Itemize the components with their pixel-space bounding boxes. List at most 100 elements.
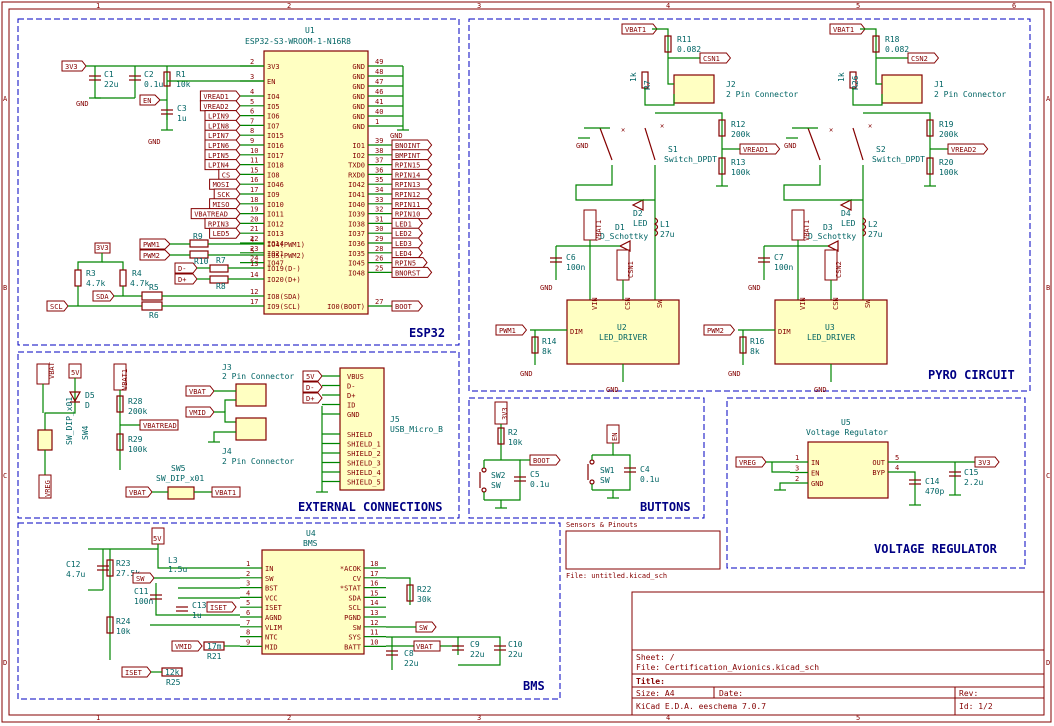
pyro2-div-top[interactable] [926,119,934,137]
net-label-sw-bms-right[interactable] [415,621,437,633]
net-label-dm-usb[interactable] [302,381,323,393]
net-label-rpin13[interactable] [391,178,433,190]
pyro2-led[interactable] [839,199,852,211]
net-label-iset-r25[interactable] [121,666,152,678]
pyro2-schottky[interactable] [826,240,839,252]
net-label-dm-esp[interactable] [174,262,198,274]
pyro2-net-label-vbat1[interactable] [829,23,866,35]
pyro2-div-bot[interactable] [926,157,934,175]
pyro2-csn-drv-label[interactable] [824,249,838,281]
net-label-vbat1-ext[interactable] [113,363,127,391]
net-label-vbatread[interactable] [190,208,241,220]
pyro2-sense-resistor[interactable] [872,35,880,53]
net-label-cs[interactable] [218,168,241,180]
pyro1-vbat1-drv-label[interactable] [583,209,597,241]
pyro1-net-label-csn[interactable] [699,52,732,64]
net-label-rpin5[interactable] [391,257,428,269]
net-label-5v-ext[interactable] [68,363,82,379]
pyro1-sense-resistor[interactable] [664,35,672,53]
pyro1-net-label-vbat1[interactable] [621,23,658,35]
pyro1-div-bot[interactable] [718,157,726,175]
u5-regulator[interactable] [807,441,889,499]
net-label-sck[interactable] [213,188,241,200]
pyro2-led-driver[interactable] [774,299,888,365]
pyro2-switch-pole-1[interactable] [807,127,821,161]
net-label-dp-esp[interactable] [174,273,198,285]
net-label-rpin11[interactable] [391,198,433,210]
net-label-scl[interactable] [46,300,69,312]
net-label-vread1[interactable] [199,90,241,102]
pyro2-net-label-vread[interactable] [947,143,989,155]
j5-usb-connector[interactable] [339,367,385,491]
pyro1-led[interactable] [631,199,644,211]
net-label-sw-bms[interactable] [132,572,155,584]
net-label-rpin14[interactable] [391,168,433,180]
net-label-sda[interactable] [92,290,115,302]
pyro1-inductor[interactable] [653,217,659,237]
net-label-dp-usb[interactable] [302,392,323,404]
net-label-pwm1-esp[interactable] [139,238,171,250]
net-label-lpin9[interactable] [204,110,241,122]
net-label-led2[interactable] [391,227,424,239]
pyro1-div-top[interactable] [718,119,726,137]
net-label-mosi[interactable] [209,178,241,190]
net-label-vbat1-sw5[interactable] [211,486,241,498]
pyro1-net-label-vread[interactable] [739,143,781,155]
pyro2-inductor[interactable] [861,217,867,237]
net-label-vmid-j3[interactable] [185,406,215,418]
net-label-lpin5[interactable] [204,149,241,161]
pyro2-pyro-connector[interactable] [881,74,923,104]
net-label-vread2[interactable] [199,100,241,112]
net-label-lpin8[interactable] [204,119,241,131]
net-label-vmid-bms[interactable] [171,640,203,652]
sw5-dip-switch[interactable] [167,486,195,500]
net-label-vbat-bms[interactable] [413,640,441,652]
pyro1-csn-drv-label[interactable] [616,249,630,281]
net-label-3v3-u5[interactable] [974,456,1000,468]
u4-bms-ic[interactable] [261,549,365,655]
net-label-iset-bms[interactable] [206,601,237,613]
net-label-rpin3[interactable] [204,217,241,229]
pyro2-switch-pole-2[interactable] [852,127,864,161]
net-label-bmpint[interactable] [391,149,433,161]
j3-connector[interactable] [235,383,267,407]
pyro1-net-label-pwm[interactable] [495,324,528,336]
pyro1-switch-pole-1[interactable] [599,127,613,161]
sw2-pushbutton[interactable] [479,460,487,500]
net-label-led1[interactable] [391,217,424,229]
net-label-vbat-sw5[interactable] [125,486,153,498]
net-label-5v-bms[interactable] [151,527,165,545]
sensors-subsheet[interactable]: Sensors & Pinouts File: untitled.kicad_s… [565,521,721,580]
net-label-bnorst[interactable] [391,266,433,278]
u1-esp32-module[interactable]: U1 ESP32-S3-WROOM-1-N16R8 23V33EN4IO4VRE… [190,26,433,315]
net-label-vbatread[interactable] [139,419,179,431]
net-label-vreg-ext[interactable] [38,474,52,499]
net-label-3v3-btn[interactable] [494,401,508,425]
j4-connector[interactable] [235,417,267,441]
pyro2-net-label-csn[interactable] [907,52,940,64]
net-label-rpin12[interactable] [391,188,433,200]
net-label-led5[interactable] [209,227,241,239]
net-label-vbat-j3[interactable] [185,385,215,397]
net-label-3v3-i2c[interactable] [94,242,111,254]
net-label-led3[interactable] [391,237,424,249]
net-label-rpin15[interactable] [391,159,433,171]
net-label-miso[interactable] [209,198,241,210]
net-label-en-esp[interactable] [139,94,161,106]
pyro2-net-label-pwm[interactable] [703,324,736,336]
pyro1-dim-resistor[interactable] [531,336,539,354]
pyro2-vbat1-drv-label[interactable] [791,209,805,241]
net-label-boot-esp[interactable] [391,300,424,312]
net-label-3v3[interactable] [61,60,87,72]
net-label-boot-btn[interactable] [529,454,561,466]
pyro1-switch-pole-2[interactable] [644,127,656,161]
net-label-lpin6[interactable] [204,139,241,151]
net-label-pwm2-esp[interactable] [139,249,171,261]
sw1-pushbutton[interactable] [587,455,595,490]
net-label-rpin10[interactable] [391,208,433,220]
pyro1-pyro-connector[interactable] [673,74,715,104]
net-label-led4[interactable] [391,247,424,259]
net-label-5v-usb[interactable] [302,370,323,382]
pyro2-dim-resistor[interactable] [739,336,747,354]
net-label-en-btn[interactable] [606,424,620,444]
